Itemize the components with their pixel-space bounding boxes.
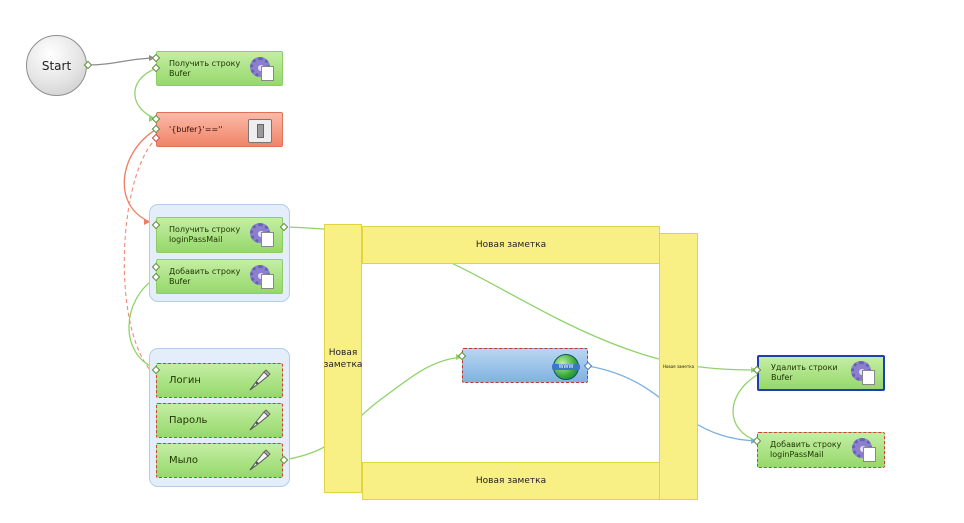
note-top[interactable]: Новая заметка xyxy=(362,226,660,264)
globe-text: WWW xyxy=(552,363,580,370)
node-soap-label: Мыло xyxy=(169,454,199,466)
node-password[interactable]: Пароль xyxy=(156,403,283,438)
note-right-text: Новая заметка xyxy=(662,364,695,369)
node-get-login-label: Получить строку loginPassMail xyxy=(169,225,241,244)
node-add-bufer[interactable]: Добавить строку Bufer xyxy=(156,259,283,294)
link-delete-to-add-login xyxy=(732,374,758,442)
node-delete-rows[interactable]: Удалить строки Bufer xyxy=(757,355,885,391)
gear-icon xyxy=(852,438,876,462)
node-condition-label: '{bufer}'=='' xyxy=(169,124,223,134)
node-condition[interactable]: '{bufer}'=='' xyxy=(156,112,283,147)
node-add-bufer-label: Добавить строку Bufer xyxy=(169,266,241,286)
node-add-login[interactable]: Добавить строку loginPassMail xyxy=(757,432,885,468)
globe-icon: WWW xyxy=(552,353,580,380)
note-bottom-text: Новая заметка xyxy=(475,476,547,486)
note-top-text: Новая заметка xyxy=(475,240,547,250)
start-node[interactable]: Start xyxy=(26,35,87,96)
fountain-pen-icon xyxy=(249,408,271,430)
node-get-bufer-label: Получить строку Bufer xyxy=(169,58,241,78)
start-label: Start xyxy=(41,58,72,73)
switch-icon xyxy=(248,118,272,143)
note-left-text: Новая заметка xyxy=(323,347,363,370)
node-login[interactable]: Логин xyxy=(156,363,283,398)
node-soap[interactable]: Мыло xyxy=(156,443,283,478)
link-condition-else-to-login xyxy=(123,137,158,371)
link-get-bufer-to-condition xyxy=(134,67,158,120)
note-right[interactable]: Новая заметка xyxy=(659,233,698,500)
node-delete-rows-label: Удалить строки Bufer xyxy=(771,363,838,382)
link-add-bufer-to-login xyxy=(128,276,158,369)
fountain-pen-icon xyxy=(249,448,271,470)
gear-icon xyxy=(250,56,274,81)
node-password-label: Пароль xyxy=(169,414,208,426)
node-get-login[interactable]: Получить строку loginPassMail xyxy=(156,217,283,253)
gear-icon xyxy=(851,361,875,385)
node-get-bufer[interactable]: Получить строку Bufer xyxy=(156,51,283,86)
link-condition-fail-to-get-login xyxy=(123,128,158,223)
note-left[interactable]: Новая заметка xyxy=(324,224,362,493)
gear-icon xyxy=(250,223,274,247)
note-bottom[interactable]: Новая заметка xyxy=(362,462,660,500)
link-start-to-get-bufer xyxy=(87,57,158,66)
link-soap-to-navigate xyxy=(283,356,463,461)
node-navigate[interactable]: WWW xyxy=(462,348,588,383)
node-add-login-label: Добавить строку loginPassMail xyxy=(770,440,842,459)
fountain-pen-icon xyxy=(249,368,271,390)
node-login-label: Логин xyxy=(169,374,201,386)
gear-icon xyxy=(250,264,274,289)
